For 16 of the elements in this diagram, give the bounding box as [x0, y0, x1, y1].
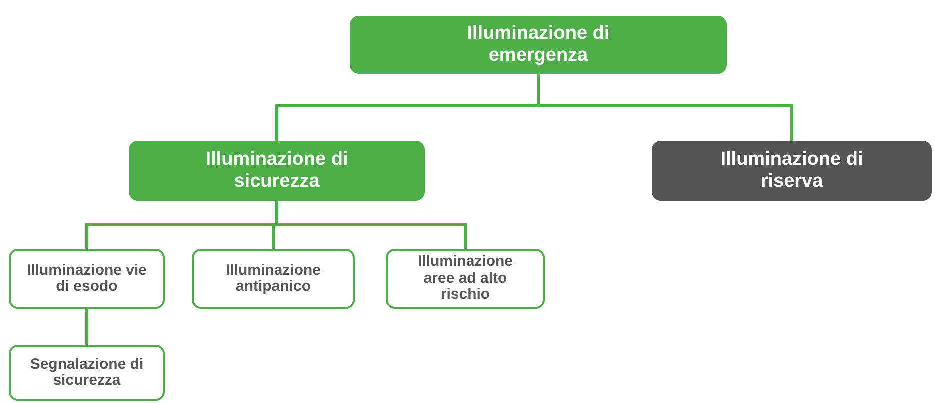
category-box — [129, 141, 425, 201]
connector-line — [537, 74, 794, 141]
category-box — [9, 249, 165, 309]
node-label: Illuminazione di sicurezza — [204, 149, 350, 193]
category-box — [386, 249, 545, 309]
node-label: Illuminazione vie di esodo — [26, 262, 148, 296]
node-label: Illuminazione antipanico — [224, 262, 322, 296]
category-box — [652, 141, 932, 201]
category-box — [9, 345, 165, 401]
category-box — [192, 249, 355, 309]
connector-line — [86, 309, 88, 345]
node-label: Illuminazione di emergenza — [466, 23, 611, 67]
node-label: Illuminazione aree ad alto rischio — [416, 254, 514, 304]
category-box — [350, 16, 727, 74]
node-label: Segnalazione di sicurezza — [29, 356, 145, 390]
node-label: Illuminazione di riserva — [720, 149, 864, 193]
